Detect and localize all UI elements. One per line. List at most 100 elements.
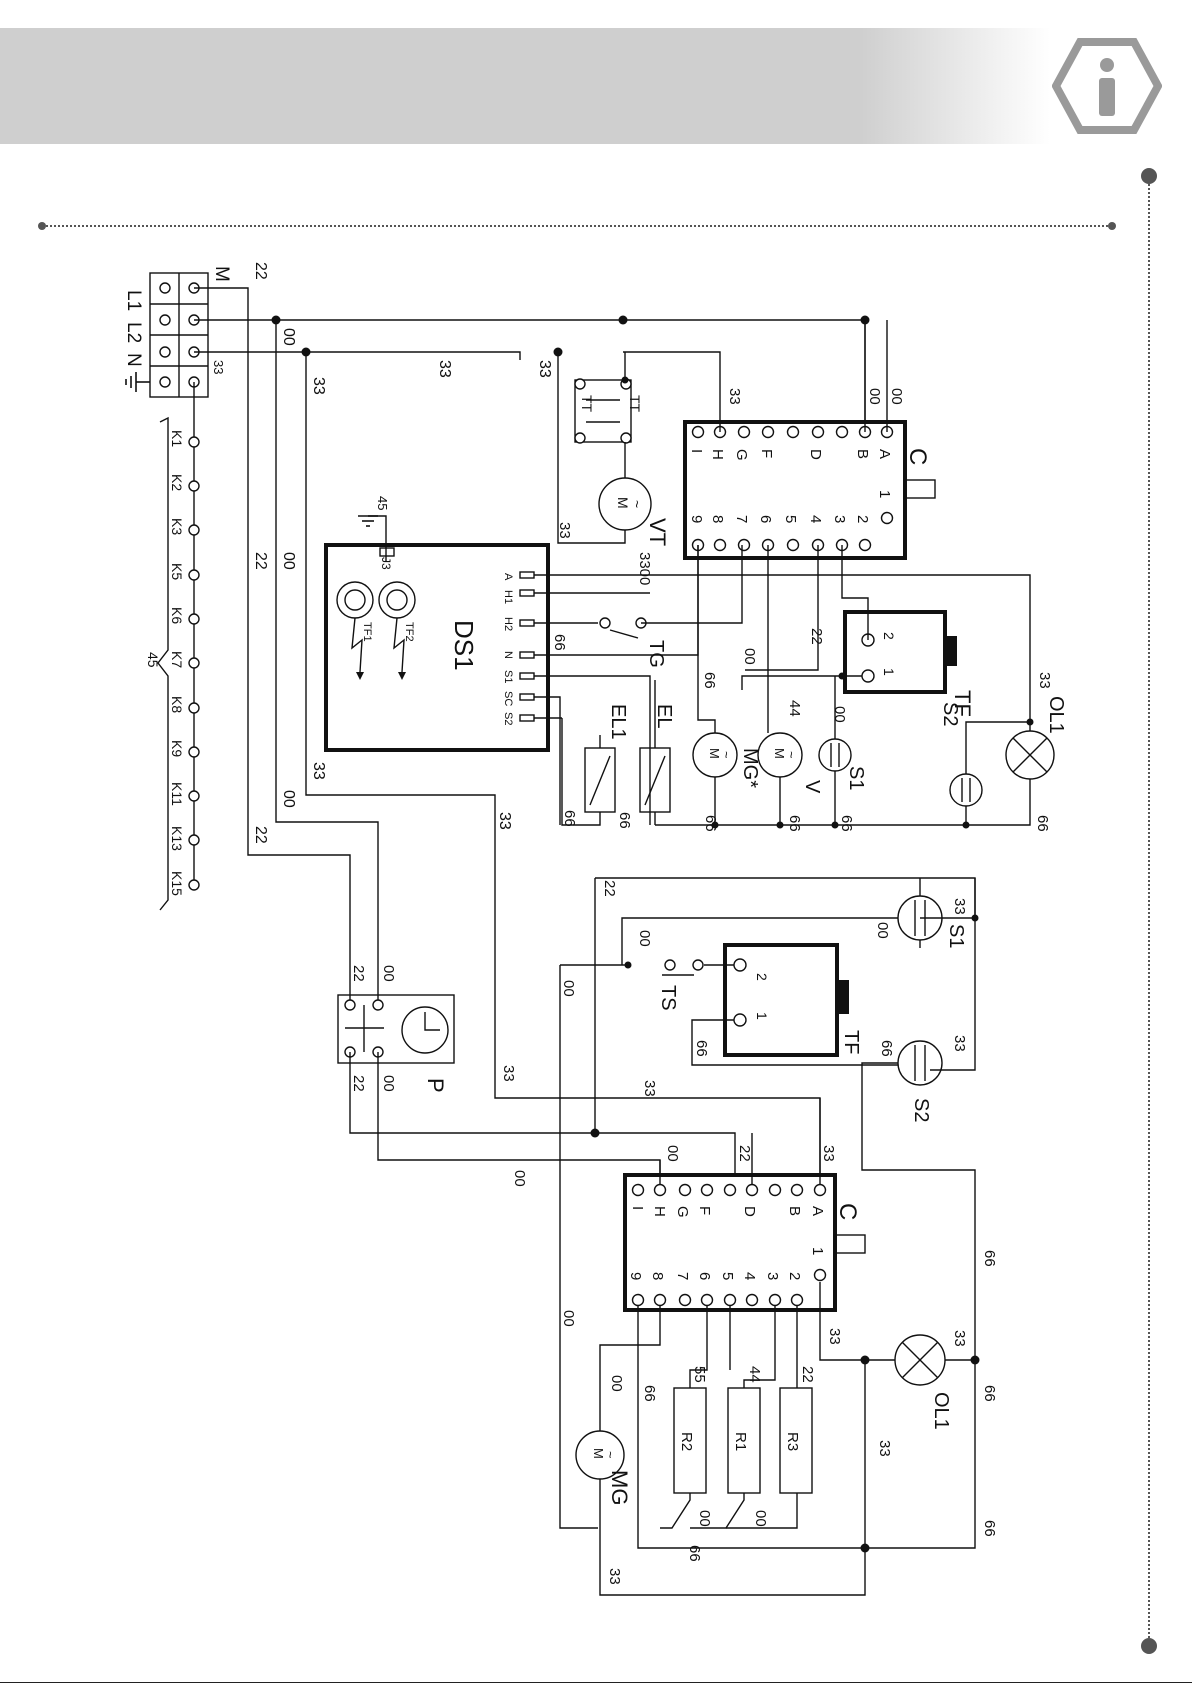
strip-label-k11: K11	[169, 782, 185, 806]
wire-label: 22	[252, 262, 269, 280]
fan-vt: TT TT M ~ VT 33	[556, 352, 670, 546]
svg-text:~: ~	[719, 751, 734, 759]
strip-label-k5: K5	[169, 563, 185, 580]
wire-label: 00	[831, 706, 848, 723]
upper-tf-pin-2: 2	[881, 632, 897, 640]
wire-label: 33	[826, 1328, 843, 1345]
wire-label: 33	[310, 762, 327, 780]
lower-c-name: C	[834, 1203, 861, 1220]
wire-label: 00	[608, 1375, 625, 1392]
lower-c-pin-a: A	[809, 1206, 826, 1216]
ds1-connector-label: J3	[379, 557, 393, 570]
wire-label: 33	[556, 522, 573, 539]
wire-label: 66	[561, 810, 578, 827]
r3-name: R3	[784, 1432, 801, 1451]
lower-c-pin-g: G	[674, 1206, 691, 1218]
wire-label: 33	[641, 1080, 658, 1097]
wire-label: 00	[741, 648, 758, 665]
wire-label: 22	[252, 826, 269, 844]
upper-v-name: V	[801, 780, 823, 794]
wire-label: 00	[888, 388, 905, 405]
wire-label: 66	[838, 815, 855, 832]
wire-label: 33	[951, 1330, 968, 1347]
lower-tf: 2 1 TF 66	[691, 943, 898, 1066]
upper-c-pin-9: 9	[688, 515, 705, 523]
wire-label: 00	[280, 552, 297, 570]
ground-icon	[358, 515, 378, 527]
strip-label-k6: K6	[169, 607, 185, 624]
lower-c-pin-8: 8	[649, 1272, 666, 1280]
info-icon	[1052, 38, 1162, 134]
upper-c-pin-2: 2	[854, 515, 871, 523]
footer-rule	[0, 1682, 1192, 1683]
wire-label: 22	[799, 1366, 816, 1383]
wire-label: 66	[1034, 815, 1051, 832]
wire-label: 22	[350, 1075, 367, 1092]
controller-ds1: DS1 45 J3 TF1 TF2 A H1 H2 N S1 SC	[324, 496, 1031, 825]
lower-mg-name: MG	[607, 1470, 632, 1505]
r1-name: R1	[732, 1432, 749, 1451]
upper-tf-pin-1: 1	[881, 668, 897, 676]
r2-name: R2	[678, 1432, 695, 1451]
wire-label: 44	[746, 1366, 763, 1383]
wire-label: 00	[866, 388, 883, 405]
wire-label: 66	[786, 815, 803, 832]
heaters-el: EL1 EL 66 66	[561, 680, 675, 829]
upper-c-pin-b: B	[854, 449, 871, 459]
wire-label: 00	[696, 1510, 713, 1527]
wire-label: 00	[664, 1145, 681, 1162]
upper-c-pin-d: D	[807, 449, 824, 460]
wire-label: 33	[211, 360, 226, 374]
wire-label: 66	[686, 1545, 703, 1562]
wire-label: 66	[702, 815, 719, 832]
page-divider	[38, 222, 1116, 230]
wire-label: 66	[878, 1040, 895, 1057]
svg-text:~: ~	[629, 500, 645, 508]
ds1-pin-a: A	[502, 573, 514, 581]
upper-c-pin-1: 1	[876, 490, 893, 498]
strip-label-k8: K8	[169, 696, 185, 713]
wire-label: 33	[820, 1145, 837, 1162]
lower-c-pin-f: F	[696, 1206, 713, 1215]
wire-label: 22	[350, 965, 367, 982]
upper-c-pin-7: 7	[733, 515, 750, 523]
lower-c-pin-i: I	[629, 1206, 646, 1210]
terminal-strip: K1 K2 K3 K5 K6 K7 K8 K9 K11 K13 K15 45	[145, 416, 200, 911]
wire-label: 66	[981, 1385, 998, 1402]
wire-label: 66	[981, 1520, 998, 1537]
ds1-pin-s1: S1	[502, 670, 514, 683]
wire-label: 00	[874, 922, 891, 939]
wire-label: 00	[380, 1075, 397, 1092]
upper-c-pin-8: 8	[709, 515, 726, 523]
lower-c-pin-2: 2	[786, 1272, 803, 1280]
wire-label: 33	[500, 1065, 517, 1082]
wire-label: 66	[551, 634, 568, 651]
lower-tf-pin-1: 1	[754, 1012, 770, 1020]
cable-mark: M	[211, 266, 232, 282]
lower-ts-name: TS	[657, 985, 679, 1011]
ground-icon	[125, 372, 150, 392]
wire-label: 33	[310, 377, 327, 395]
wire-label: 33	[606, 1568, 623, 1585]
strip-label-k15: K15	[169, 871, 185, 896]
wire-label: 33	[951, 1035, 968, 1052]
upper-c-name: C	[904, 448, 931, 465]
vt-contact-label: TT	[627, 395, 643, 413]
mains-label-l1: L1	[123, 290, 144, 311]
el-name: EL	[653, 704, 675, 728]
lower-s1-name: S1	[945, 924, 967, 948]
pressure-switch-p: P 22 00 22 00 00 33	[337, 965, 736, 1187]
svg-text:M: M	[772, 748, 787, 759]
vt-contact-label: TT	[579, 395, 595, 413]
thermostat-tg: TG	[599, 545, 743, 668]
strip-ground-label: 45	[145, 652, 161, 668]
wire-label: 44	[786, 700, 803, 717]
mains-terminal-block: L1 L2 N M	[123, 266, 232, 398]
strip-label-k9: K9	[169, 740, 185, 757]
mains-label-l2: L2	[123, 322, 144, 343]
svg-text:M: M	[707, 748, 722, 759]
lower-c-pin-h: H	[651, 1206, 668, 1217]
upper-tf-name: TF	[950, 690, 975, 717]
upper-c-pin-a: A	[876, 449, 893, 459]
